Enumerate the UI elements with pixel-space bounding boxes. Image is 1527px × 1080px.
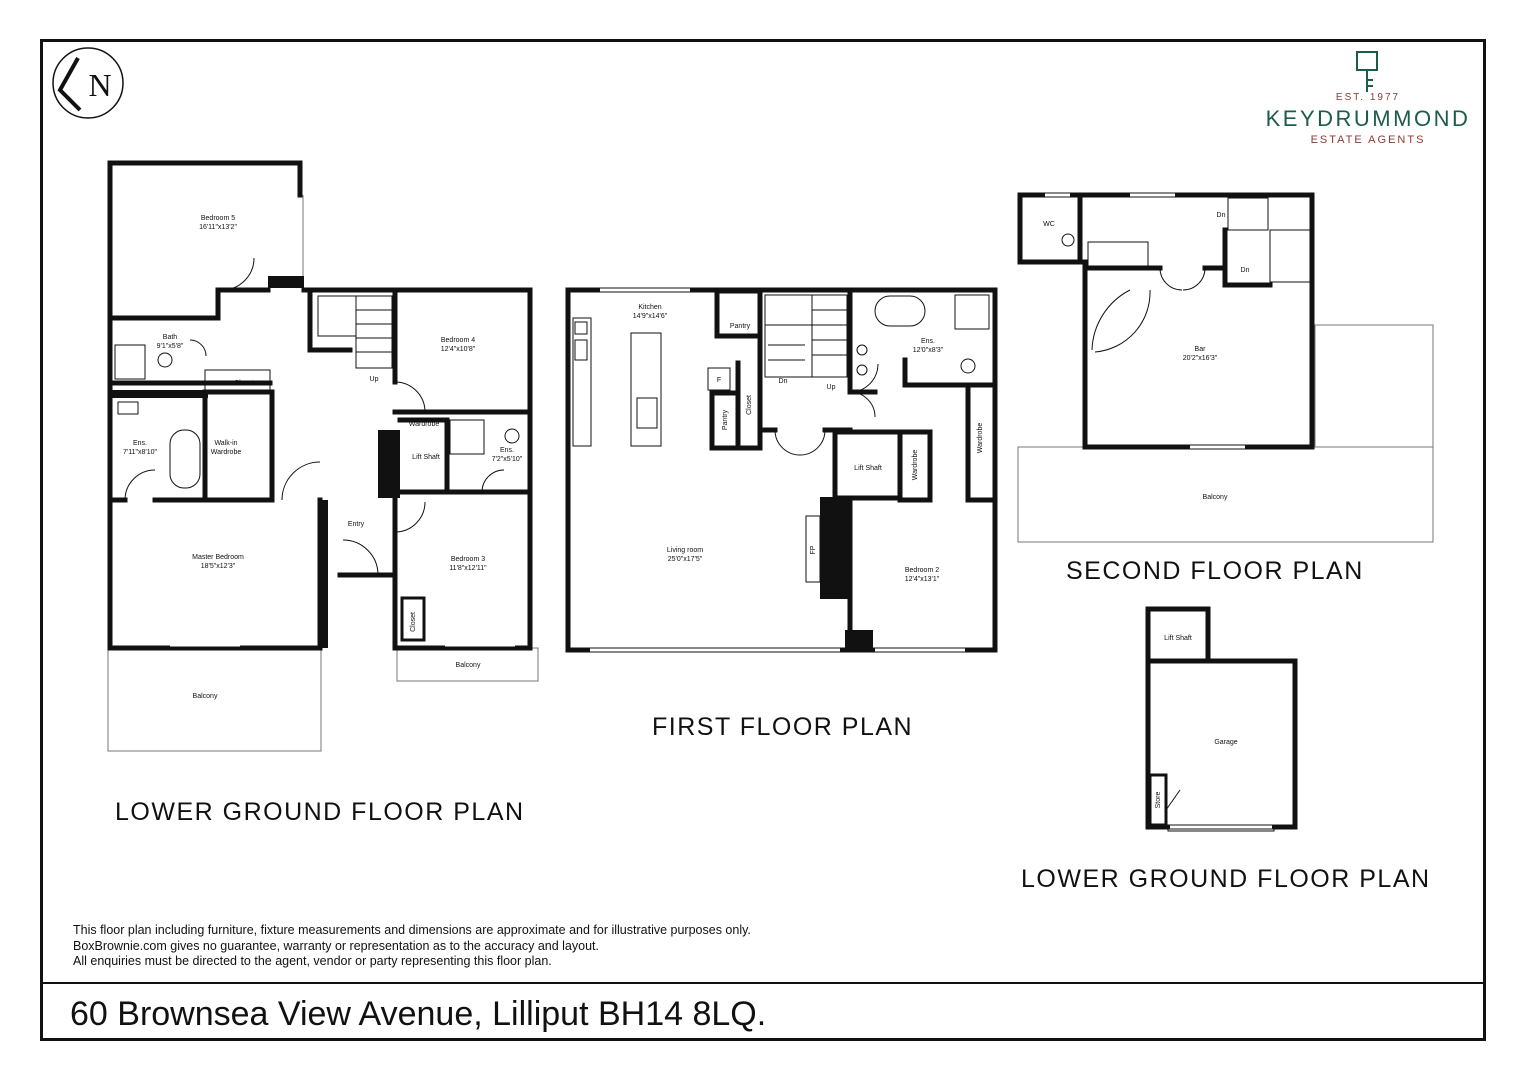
compass-letter: N bbox=[88, 67, 111, 103]
room-label-bedroom5: Bedroom 5 bbox=[201, 215, 235, 222]
room-label-walkin-wardrobe: Wardrobe bbox=[211, 449, 242, 456]
room-label-bar: Bar bbox=[1195, 346, 1207, 353]
footer-divider bbox=[40, 982, 1486, 984]
room-label-wardrobe1: Wardrobe bbox=[912, 450, 919, 481]
logo-est: EST. 1977 bbox=[1335, 92, 1401, 103]
room-label-closet: Closet bbox=[746, 395, 753, 415]
room-dim-master: 18'5"x12'3" bbox=[201, 563, 236, 570]
stairs-dn-label: Dn bbox=[779, 378, 788, 385]
room-label-liftshaft-garage: Lift Shaft bbox=[1164, 635, 1192, 642]
room-label-pantry2: Pantry bbox=[722, 409, 729, 430]
stairs-dn-label-1: Dn bbox=[1217, 212, 1226, 219]
room-dim-ens2: 7'2"x5'10" bbox=[492, 456, 523, 463]
room-label-liftshaft-first: Lift Shaft bbox=[854, 465, 882, 472]
room-label-ens2: Ens. bbox=[500, 447, 514, 454]
room-label-closet2: Closet bbox=[410, 612, 417, 632]
drawing-frame bbox=[40, 39, 1486, 1041]
logo-sub: ESTATE AGENTS bbox=[1310, 134, 1426, 146]
disclaimer: This floor plan including furniture, fix… bbox=[73, 923, 751, 970]
room-label-closet1: Closet bbox=[234, 380, 254, 387]
room-label-f: F bbox=[717, 377, 721, 384]
room-label-balcony-second: Balcony bbox=[1203, 494, 1228, 501]
room-dim-bedroom3: 11'8"x12'11" bbox=[449, 565, 487, 572]
room-dim-bedroom5: 16'11"x13'2" bbox=[199, 224, 237, 231]
room-label-garage: Garage bbox=[1214, 739, 1237, 746]
north-compass-icon: N bbox=[52, 47, 124, 119]
room-label-ens: Ens. bbox=[921, 338, 935, 345]
room-label-balcony1: Balcony bbox=[193, 693, 218, 700]
room-label-kitchen: Kitchen bbox=[638, 304, 661, 311]
room-dim-kitchen: 14'9"x14'6" bbox=[633, 313, 668, 320]
room-label-wardrobe: Wardrobe bbox=[409, 421, 440, 428]
property-address: 60 Brownsea View Avenue, Lilliput BH14 8… bbox=[70, 995, 767, 1033]
room-label-pantry1: Pantry bbox=[730, 323, 751, 330]
disclaimer-line: All enquiries must be directed to the ag… bbox=[73, 954, 552, 968]
stairs-up-label: Up bbox=[370, 376, 379, 383]
room-dim-bar: 20'2"x16'3" bbox=[1183, 355, 1218, 362]
room-label-walkin: Walk-in bbox=[214, 440, 237, 447]
room-dim-living: 25'0"x17'5" bbox=[668, 556, 703, 563]
second-floor-plan: WC Dn Dn Bar 20'2"x16'3" Balcony bbox=[1017, 192, 1434, 543]
room-dim-bath: 9'1"x5'8" bbox=[157, 343, 184, 350]
agency-logo: EST. 1977 KEYDRUMMOND ESTATE AGENTS bbox=[1258, 46, 1478, 156]
plan-title-second: SECOND FLOOR PLAN bbox=[1066, 557, 1364, 585]
room-label-wc: WC bbox=[1043, 221, 1055, 228]
room-label-ens1: Ens. bbox=[133, 440, 147, 447]
first-floor-plan: Kitchen 14'9"x14'6" Pantry F Pantry Clos… bbox=[565, 287, 998, 653]
room-label-bath: Bath bbox=[163, 334, 178, 341]
room-dim-ens: 12'0"x8'3" bbox=[913, 347, 944, 354]
disclaimer-line: BoxBrownie.com gives no guarantee, warra… bbox=[73, 938, 599, 953]
stairs-up-label-first: Up bbox=[827, 384, 836, 391]
room-dim-bedroom2: 12'4"x13'1" bbox=[905, 576, 940, 583]
room-label-master: Master Bedroom bbox=[192, 554, 244, 561]
plan-title-lower-ground-garage: LOWER GROUND FLOOR PLAN bbox=[1021, 865, 1431, 893]
room-label-fp: FP bbox=[810, 545, 817, 554]
room-label-entry: Entry bbox=[348, 521, 365, 528]
room-label-living: Living room bbox=[667, 547, 703, 554]
room-label-bedroom3: Bedroom 3 bbox=[451, 556, 485, 563]
key-logo-icon bbox=[1356, 51, 1378, 92]
room-label-bedroom4: Bedroom 4 bbox=[441, 337, 475, 344]
lower-ground-garage-plan: Lift Shaft Garage Store bbox=[1145, 606, 1298, 832]
stairs-dn-label-2: Dn bbox=[1241, 267, 1250, 274]
room-label-store: Store bbox=[1155, 792, 1162, 809]
disclaimer-line: This floor plan including furniture, fix… bbox=[73, 923, 751, 937]
room-label-liftshaft: Lift Shaft bbox=[412, 454, 440, 461]
room-label-bedroom2: Bedroom 2 bbox=[905, 567, 939, 574]
lower-ground-floor-plan: Bedroom 5 16'11"x13'2" Bath 9'1"x5'8" Cl… bbox=[107, 160, 539, 752]
room-label-wardrobe2: Wardrobe bbox=[977, 423, 984, 454]
plan-title-first: FIRST FLOOR PLAN bbox=[652, 713, 914, 741]
room-dim-ens1: 7'11"x8'10" bbox=[123, 449, 157, 456]
plan-title-lower-ground: LOWER GROUND FLOOR PLAN bbox=[115, 798, 525, 826]
room-label-balcony2: Balcony bbox=[456, 662, 481, 669]
room-dim-bedroom4: 12'4"x10'8" bbox=[441, 346, 476, 353]
logo-brand: KEYDRUMMOND bbox=[1265, 106, 1471, 131]
